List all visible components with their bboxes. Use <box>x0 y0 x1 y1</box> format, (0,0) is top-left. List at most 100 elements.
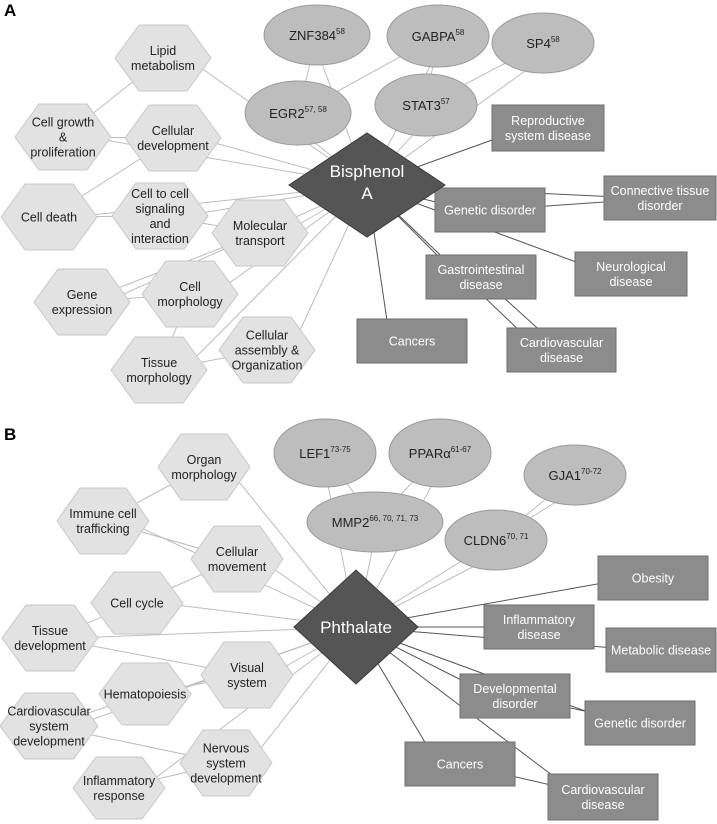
ellipse-shape <box>244 80 352 146</box>
disease-node-cancers[interactable]: Cancers <box>404 741 516 787</box>
gene-node-sp4[interactable]: SP458 <box>491 12 595 74</box>
gene-name: PPARα <box>409 446 451 461</box>
function-label: Cell death <box>21 210 77 224</box>
disease-label-line: disease <box>540 351 583 365</box>
disease-node-cancers[interactable]: Cancers <box>356 318 468 364</box>
function-label-line: interaction <box>131 232 189 246</box>
gene-node-egr2[interactable]: EGR257, 58 <box>244 80 352 146</box>
rectangle-shape <box>483 604 595 650</box>
gene-label: GJA170-72 <box>549 467 603 483</box>
hexagon-shape <box>111 182 209 250</box>
hexagon-shape <box>98 662 192 726</box>
function-label-line: expression <box>52 303 112 317</box>
function-label-line: Cardiovascular <box>7 704 90 718</box>
gene-label: PPARα61-67 <box>409 445 472 461</box>
center-compound-phthalate[interactable]: Phthalate <box>293 569 419 685</box>
rectangle-shape <box>584 700 696 746</box>
gene-reference: 57, 58 <box>305 105 328 114</box>
disease-label: Genetic disorder <box>444 203 536 217</box>
gene-node-znf384[interactable]: ZNF38458 <box>263 4 371 66</box>
function-node-cell-death[interactable]: Cell death <box>0 183 98 251</box>
gene-node-lef1[interactable]: LEF173-75 <box>273 418 377 488</box>
gene-reference: 73-75 <box>330 445 351 454</box>
gene-label: CLDN670, 71 <box>464 532 529 548</box>
disease-label-line: Gastrointestinal <box>438 263 525 277</box>
function-label-line: Molecular <box>233 219 287 233</box>
hexagon-shape <box>141 260 239 328</box>
disease-label: Genetic disorder <box>594 716 686 730</box>
function-node-hematopoiesis[interactable]: Hematopoiesis <box>98 662 192 726</box>
gene-node-gabpa[interactable]: GABPA58 <box>386 4 490 68</box>
function-label-line: Cell growth <box>32 115 95 129</box>
disease-label-line: disease <box>517 628 560 642</box>
gene-reference: 61-67 <box>451 445 472 454</box>
rectangle-shape <box>605 627 717 673</box>
gene-node-stat3[interactable]: STAT357 <box>374 73 478 137</box>
disease-label-line: Metabolic disease <box>611 643 711 657</box>
gene-node-ppar[interactable]: PPARα61-67 <box>388 418 492 488</box>
gene-name: SP4 <box>526 36 551 51</box>
gene-reference: 70-72 <box>581 467 602 476</box>
rectangle-shape <box>574 251 688 297</box>
gene-node-cldn6[interactable]: CLDN670, 71 <box>444 509 548 571</box>
disease-label: Obesity <box>632 571 675 585</box>
disease-node-obesity[interactable]: Obesity <box>597 555 709 601</box>
function-label-line: Inflammatory <box>83 774 156 788</box>
function-label: Cell growth&proliferation <box>30 115 95 159</box>
disease-node-genetic-disorder[interactable]: Genetic disorder <box>584 700 696 746</box>
disease-label-line: Connective tissue <box>611 184 710 198</box>
function-node-cell-cycle[interactable]: Cell cycle <box>90 571 184 635</box>
gene-node-gja1[interactable]: GJA170-72 <box>523 444 627 506</box>
disease-node-metabolic-disease[interactable]: Metabolic disease <box>605 627 717 673</box>
ellipse-shape <box>388 418 492 488</box>
rectangle-shape <box>506 327 617 373</box>
disease-node-genetic-disorder[interactable]: Genetic disorder <box>434 187 546 233</box>
rectangle-shape <box>459 673 571 719</box>
gene-node-mmp2[interactable]: MMP266, 70, 71, 73 <box>306 491 444 553</box>
gene-name: STAT3 <box>402 98 441 113</box>
function-label-line: Gene <box>67 288 98 302</box>
function-label-line: Cell to cell <box>131 187 189 201</box>
function-node-cell-growth-proliferation[interactable]: Cell growth&proliferation <box>14 103 112 171</box>
hexagon-shape <box>0 692 99 760</box>
function-label-line: Cell cycle <box>110 596 164 610</box>
function-label-line: development <box>137 139 209 153</box>
ellipse-shape <box>386 4 490 68</box>
gene-label: GABPA58 <box>412 28 465 44</box>
disease-label: Cancers <box>437 757 484 771</box>
